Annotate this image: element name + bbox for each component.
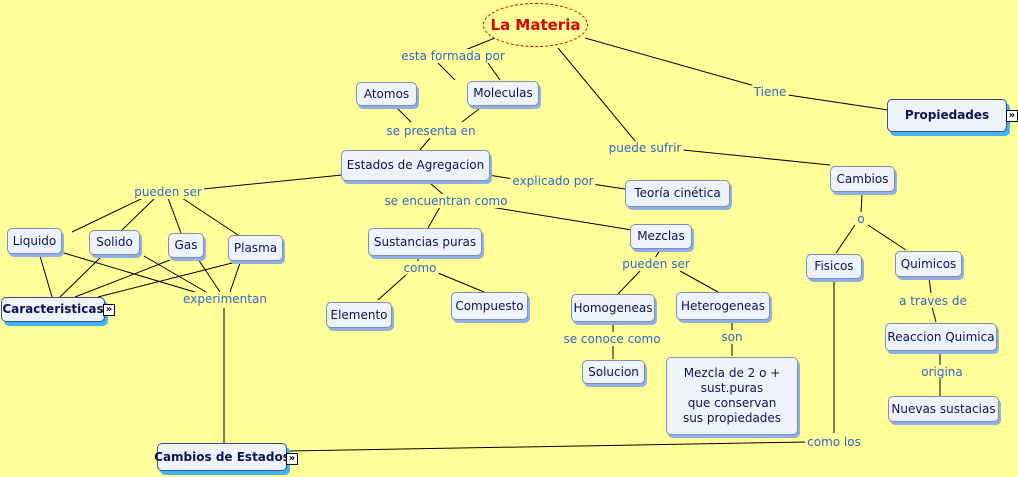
line <box>71 196 146 233</box>
concept-liquido[interactable]: Liquido <box>7 228 62 254</box>
line <box>121 197 156 231</box>
line <box>437 62 456 81</box>
concept-solido[interactable]: Solido <box>89 230 140 255</box>
concept-compuesto[interactable]: Compuesto <box>451 292 528 320</box>
line <box>928 277 932 294</box>
link-como-los[interactable]: como los <box>805 435 863 449</box>
line <box>143 255 207 293</box>
concept-homogeneas[interactable]: Homogeneas <box>571 294 655 322</box>
line <box>654 249 661 259</box>
line <box>461 104 485 123</box>
line <box>483 205 633 231</box>
concept-heterogeneas[interactable]: Heterogeneas <box>676 292 770 320</box>
link-a-traves-de[interactable]: a traves de <box>897 294 969 308</box>
double-chevron-right-icon[interactable]: » <box>1006 110 1018 122</box>
line <box>437 272 485 293</box>
definition-line: sus propiedades <box>682 411 782 425</box>
concept-teoria-cinetica[interactable]: Teoría cinética <box>625 180 730 207</box>
concept-gas[interactable]: Gas <box>168 233 204 258</box>
line <box>427 206 441 229</box>
concept-mezcla-definicion[interactable]: Mezcla de 2 o + sust.puras que conservan… <box>666 357 798 435</box>
concept-cambios[interactable]: Cambios <box>830 166 895 192</box>
line <box>464 37 496 51</box>
concept-mezclas[interactable]: Mezclas <box>630 224 692 249</box>
concept-moleculas[interactable]: Moleculas <box>467 81 539 106</box>
concept-quimicos[interactable]: Quimicos <box>895 251 962 277</box>
link-puede-sufrir[interactable]: puede sufrir <box>606 141 684 155</box>
link-pueden-ser[interactable]: pueden ser <box>132 185 204 199</box>
line <box>97 261 237 298</box>
line <box>682 149 831 166</box>
concept-nuevas-sustacias[interactable]: Nuevas sustacias <box>888 396 999 422</box>
concept-estados-de-agregacion[interactable]: Estados de Agregacion <box>341 150 490 181</box>
definition-line: sust.puras <box>700 381 764 395</box>
link-como[interactable]: como <box>401 261 439 275</box>
line <box>59 257 101 298</box>
link-o[interactable]: o <box>855 212 867 226</box>
definition-line: Mezcla de 2 o + <box>683 366 781 380</box>
line <box>39 255 53 298</box>
line <box>617 270 641 295</box>
line <box>287 441 809 452</box>
link-tiene[interactable]: Tiene <box>751 85 789 99</box>
link-son[interactable]: son <box>719 330 745 344</box>
line <box>74 259 171 298</box>
link-esta-formada-por[interactable]: esta formada por <box>399 49 507 63</box>
line <box>63 252 199 294</box>
line <box>229 262 241 293</box>
line <box>202 174 343 190</box>
concept-plasma[interactable]: Plasma <box>228 235 283 261</box>
line <box>591 183 626 190</box>
line <box>487 174 515 180</box>
concept-atomos[interactable]: Atomos <box>356 82 417 106</box>
line <box>429 182 446 197</box>
line <box>679 270 719 293</box>
line <box>931 306 937 323</box>
line <box>557 47 637 143</box>
link-se-conoce-como[interactable]: se conoce como <box>561 332 663 346</box>
definition-line: que conservan <box>687 396 777 410</box>
line <box>584 37 763 89</box>
line <box>197 258 221 293</box>
concept-propiedades[interactable]: Propiedades <box>887 99 1007 132</box>
concept-solucion[interactable]: Solucion <box>582 360 645 384</box>
link-experimentan[interactable]: experimentan <box>181 292 269 306</box>
link-origina[interactable]: origina <box>919 365 965 379</box>
concept-elemento[interactable]: Elemento <box>326 302 392 328</box>
line <box>487 62 501 81</box>
concept-fisicos[interactable]: Fisicos <box>806 254 862 279</box>
line <box>419 137 431 151</box>
double-chevron-right-icon[interactable]: » <box>103 304 115 316</box>
concept-caracteristicas[interactable]: Caracteristicas <box>1 297 105 322</box>
link-pueden-ser[interactable]: pueden ser <box>620 257 692 271</box>
link-explicado-por[interactable]: explicado por <box>510 174 596 188</box>
line <box>181 197 239 236</box>
link-se-presenta-en[interactable]: se presenta en <box>384 124 478 138</box>
concept-cambios-de-estados[interactable]: Cambios de Estados <box>154 443 290 471</box>
concept-sustancias-puras[interactable]: Sustancias puras <box>368 228 482 256</box>
line <box>867 224 907 251</box>
concept-reaccion-quimica[interactable]: Reaccion Quimica <box>885 323 997 351</box>
double-chevron-right-icon[interactable]: » <box>286 453 298 465</box>
link-se-encuentran-como[interactable]: se encuentran como <box>382 194 510 208</box>
line <box>167 197 182 234</box>
line <box>860 193 863 214</box>
concept-la-materia[interactable]: La Materia <box>483 3 588 47</box>
line <box>393 104 412 123</box>
line <box>377 273 408 301</box>
line <box>787 94 889 111</box>
line <box>835 224 856 254</box>
